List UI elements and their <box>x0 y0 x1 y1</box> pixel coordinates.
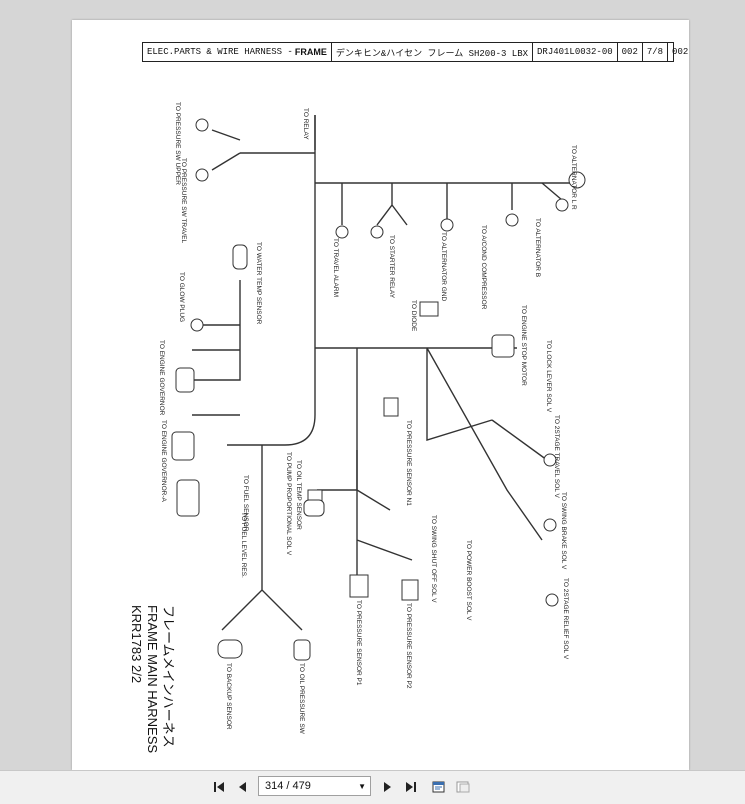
last-page-icon[interactable] <box>402 778 420 796</box>
label-relay: TO RELAY <box>302 108 309 140</box>
wiring-diagram: TO ALTERNATOR L R TO ALTERNATOR B TO A/C… <box>129 102 586 753</box>
trunk-vertical <box>227 115 316 446</box>
label-water-temp: TO WATER TEMP SENSOR <box>255 242 262 325</box>
label-alternator-lr: TO ALTERNATOR L R <box>570 145 577 210</box>
connector-alternator-gnd <box>440 218 454 232</box>
first-page-glyph <box>214 782 224 792</box>
connector-pressure-n1 <box>383 397 399 417</box>
branch-upper-left <box>192 280 241 416</box>
label-power-boost: TO POWER BOOST SOL V <box>465 540 472 621</box>
page-number-select[interactable]: 314 / 479 ▼ <box>258 776 371 796</box>
prev-page-icon[interactable] <box>234 778 252 796</box>
label-glow-plug: TO GLOW PLUG <box>178 272 185 322</box>
branch-right <box>426 347 548 541</box>
connector-swing-brake <box>543 518 557 532</box>
sheet-number: 7/8 <box>643 43 669 61</box>
title-jp: デンキヒン&ハイセン フレーム SH200-3 LBX <box>332 43 534 61</box>
label-governor: TO ENGINE GOVERNOR <box>158 340 165 416</box>
connector-governor-a <box>171 431 195 461</box>
connector-water-temp <box>232 244 248 270</box>
connector-backup-sensor <box>217 639 243 659</box>
fit-page-icon[interactable] <box>430 778 448 796</box>
title-category-text: ELEC.PARTS & WIRE HARNESS <box>147 47 283 57</box>
label-alternator-gnd: TO ALTERNATOR GND <box>440 232 447 302</box>
label-alternator-b: TO ALTERNATOR B <box>534 218 541 277</box>
connector-glow-plug <box>190 318 204 332</box>
connector-2stage-relief <box>545 593 559 607</box>
label-starter-relay: TO STARTER RELAY <box>388 235 395 299</box>
label-compressor: TO A/COND COMPRESSOR <box>480 225 487 310</box>
prev-page-glyph <box>239 782 246 792</box>
fit-page-glyph <box>432 781 445 793</box>
chevron-down-icon: ▼ <box>358 782 366 791</box>
connector-travel-alarm <box>335 225 349 239</box>
label-swing-shutoff: TO SWING SHUT OFF SOL V <box>430 515 437 603</box>
label-pump-prop: TO PUMP PROPORTIONAL SOL V <box>285 452 292 556</box>
connector-engine-stop <box>491 334 515 358</box>
branch-top-right <box>341 182 563 226</box>
label-diode: TO DIODE <box>410 300 417 332</box>
label-pressure-n1: TO PRESSURE SENSOR N1 <box>405 420 412 506</box>
label-lock-lever: TO LOCK LEVER SOL V <box>545 340 552 413</box>
label-backup-sensor: TO BACKUP SENSOR <box>225 663 232 730</box>
label-fuel-sensor: TO FUEL SENSOR <box>242 475 249 532</box>
connector-governor <box>175 367 195 393</box>
pdf-page: ELEC.PARTS & WIRE HARNESS -FRAME デンキヒン&ハ… <box>72 20 689 770</box>
connector-pressure-upper <box>195 118 209 132</box>
label-travel-alarm: TO TRAVEL ALARM <box>332 238 339 297</box>
drawing-number: DRJ401L0032-00 <box>533 43 618 61</box>
connector-governor-b <box>176 479 200 517</box>
label-oil-temp: TO OIL TEMP SENSOR <box>295 460 302 530</box>
connector-pressure-travel <box>195 168 209 182</box>
connector-starter-relay <box>370 225 384 239</box>
connector-pressure-p2 <box>401 579 419 601</box>
label-pressure-p2: TO PRESSURE SENSOR P2 <box>405 603 412 689</box>
label-2stage-relief: TO 2STAGE RELIEF SOL V <box>562 578 569 660</box>
two-page-glyph <box>456 781 470 793</box>
label-swing-brake: TO SWING BRAKE SOL V <box>560 492 567 570</box>
branch-down <box>356 450 413 595</box>
connector-oil-temp <box>303 499 325 517</box>
connector-oil-pressure <box>293 639 311 661</box>
first-page-icon[interactable] <box>210 778 228 796</box>
label-pressure-upper: TO PRESSURE SW UPPER <box>174 102 181 185</box>
navigation-toolbar: 314 / 479 ▼ <box>0 770 745 804</box>
drawing-labels: TO ALTERNATOR L R TO ALTERNATOR B TO A/C… <box>129 102 577 753</box>
label-fuel-level: TO FUEL LEVEL RES. <box>240 512 247 578</box>
connector-diode <box>419 301 439 317</box>
document-viewport[interactable]: ELEC.PARTS & WIRE HARNESS -FRAME デンキヒン&ハ… <box>0 0 745 770</box>
label-governor-a: TO ENGINE GOVERNOR-A <box>160 420 167 503</box>
sheet-code: 002 <box>672 47 689 57</box>
branch-lower <box>221 445 303 631</box>
revision: 002 <box>618 43 643 61</box>
connector-compressor <box>505 213 519 227</box>
label-oil-pressure: TO OIL PRESSURE SW <box>298 663 305 735</box>
connector-2stage-travel <box>543 453 557 467</box>
next-page-icon[interactable] <box>378 778 396 796</box>
two-page-icon[interactable] <box>454 778 472 796</box>
next-page-glyph <box>384 782 391 792</box>
page-indicator: 314 / 479 <box>265 780 311 792</box>
branch-upper <box>211 115 316 171</box>
title-section: FRAME <box>294 47 327 57</box>
connector-pressure-p1 <box>349 574 369 598</box>
label-pressure-travel: TO PRESSURE SW TRAVEL <box>180 158 187 244</box>
harness-title-en: FRAME MAIN HARNESS <box>145 605 160 753</box>
label-engine-stop: TO ENGINE STOP MOTOR <box>520 305 527 386</box>
harness-title-jp: フレームメインハーネス <box>161 605 176 748</box>
connector-alternator-lr <box>568 171 586 189</box>
title-block: ELEC.PARTS & WIRE HARNESS -FRAME デンキヒン&ハ… <box>142 42 688 62</box>
label-pressure-p1: TO PRESSURE SENSOR P1 <box>355 600 362 686</box>
harness-code: KRR1783 2/2 <box>129 605 144 683</box>
title-category: ELEC.PARTS & WIRE HARNESS -FRAME <box>143 43 332 61</box>
last-page-glyph <box>406 782 416 792</box>
label-2stage-travel: TO 2STAGE TRAVEL SOL V <box>553 415 560 499</box>
branch-mid <box>317 348 391 511</box>
connector-alternator-b <box>555 198 569 212</box>
